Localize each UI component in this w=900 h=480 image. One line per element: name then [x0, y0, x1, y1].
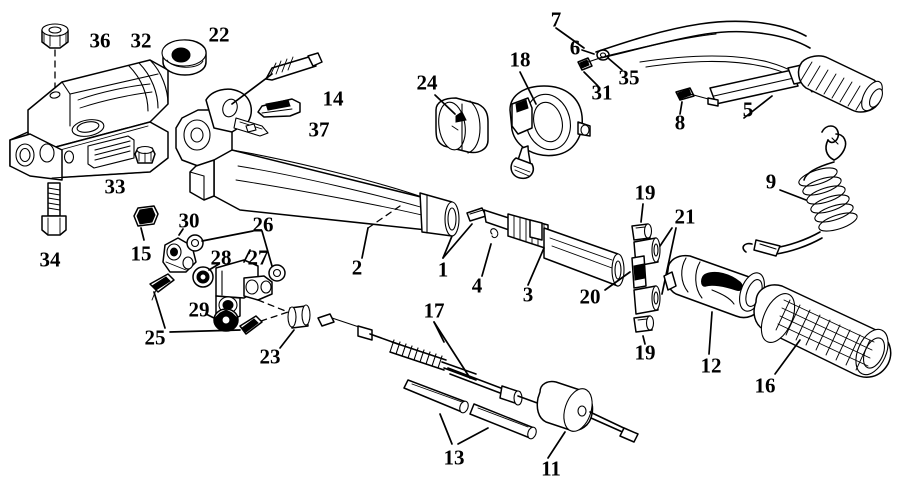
part-11-cable-drum-barrel [536, 380, 639, 459]
callout-30[interactable]: 30 [178, 208, 200, 233]
part-16-rubber-hand-grip [753, 284, 892, 378]
callout-26[interactable]: 26 [252, 212, 274, 237]
part-22-rubber-bumper-grommet [161, 39, 207, 76]
part-28-lock-washer [192, 263, 220, 288]
callout-24[interactable]: 24 [416, 70, 438, 95]
callout-6[interactable]: 6 [569, 35, 581, 60]
part-23-spacer-sleeve [279, 304, 311, 349]
part-12-throttle-grip-core [663, 254, 765, 355]
callout-23[interactable]: 23 [259, 344, 281, 369]
part-33-small-hex-nut [134, 145, 156, 164]
part-14-hex-head-screw [231, 52, 323, 105]
callout-4[interactable]: 4 [471, 273, 483, 298]
part-37-spring-clip-retainer [257, 98, 301, 118]
callout-35[interactable]: 35 [618, 65, 640, 90]
callout-13[interactable]: 13 [443, 445, 465, 470]
part-20-roll-pin [604, 255, 647, 291]
callout-22[interactable]: 22 [208, 22, 230, 47]
callout-15[interactable]: 15 [130, 241, 152, 266]
part-34-long-hex-bolt [41, 182, 67, 236]
part-24-friction-collar [434, 94, 489, 154]
callout-17[interactable]: 17 [423, 298, 445, 323]
callout-11[interactable]: 11 [541, 456, 561, 480]
part-3-throttle-grip-shaft [466, 207, 625, 287]
part-1-throttle-shaft-housing [361, 205, 473, 259]
callout-28[interactable]: 28 [210, 245, 232, 270]
callout-16[interactable]: 16 [754, 373, 776, 398]
callout-3[interactable]: 3 [522, 282, 534, 307]
part-8-set-screw [675, 87, 719, 115]
callout-5[interactable]: 5 [742, 97, 754, 122]
callout-7[interactable]: 7 [550, 7, 562, 32]
callout-33[interactable]: 33 [104, 174, 126, 199]
callout-31[interactable]: 31 [591, 80, 613, 105]
part-18-steering-friction-clamp [509, 71, 591, 180]
callout-37[interactable]: 37 [308, 117, 330, 142]
part-19-upper-bushing [631, 203, 653, 241]
part-29-serrated-washer [205, 308, 239, 332]
part-13-connector-tubes [403, 379, 537, 445]
callout-36[interactable]: 36 [89, 28, 111, 53]
callout-18[interactable]: 18 [509, 47, 531, 72]
part-31-pan-head-screw [577, 57, 601, 87]
callout-20[interactable]: 20 [579, 284, 601, 309]
part-9-coiled-safety-lanyard [742, 125, 858, 257]
callout-2[interactable]: 2 [351, 255, 363, 280]
part-21-grip-bushing-pair [633, 227, 677, 315]
part-32-clamp-bracket-body [9, 59, 169, 181]
callout-19-lower[interactable]: 19 [634, 340, 656, 365]
part-26-flat-washers [186, 230, 286, 282]
part-17-throttle-cable-rod [317, 313, 541, 406]
callout-8[interactable]: 8 [674, 110, 686, 135]
callout-9[interactable]: 9 [765, 169, 777, 194]
callout-25[interactable]: 25 [144, 325, 166, 350]
part-4-detent-spring [481, 228, 499, 277]
callout-19-upper[interactable]: 19 [634, 180, 656, 205]
callout-12[interactable]: 12 [700, 353, 722, 378]
part-5-emergency-stop-switch [709, 55, 883, 119]
part-25-shoulder-screws [149, 273, 263, 335]
callout-32[interactable]: 32 [130, 28, 152, 53]
callout-34[interactable]: 34 [39, 247, 61, 272]
part-19-lower-bushing [633, 315, 655, 345]
callout-1[interactable]: 1 [437, 257, 449, 282]
callout-21[interactable]: 21 [674, 204, 696, 229]
part-36-nylon-lock-nut [41, 23, 69, 89]
part-2-tiller-arm-tube [175, 88, 460, 237]
callout-27[interactable]: 27 [247, 245, 269, 270]
part-15-knurled-nut [133, 205, 159, 241]
callout-29[interactable]: 29 [188, 297, 210, 322]
callout-14[interactable]: 14 [322, 86, 344, 111]
